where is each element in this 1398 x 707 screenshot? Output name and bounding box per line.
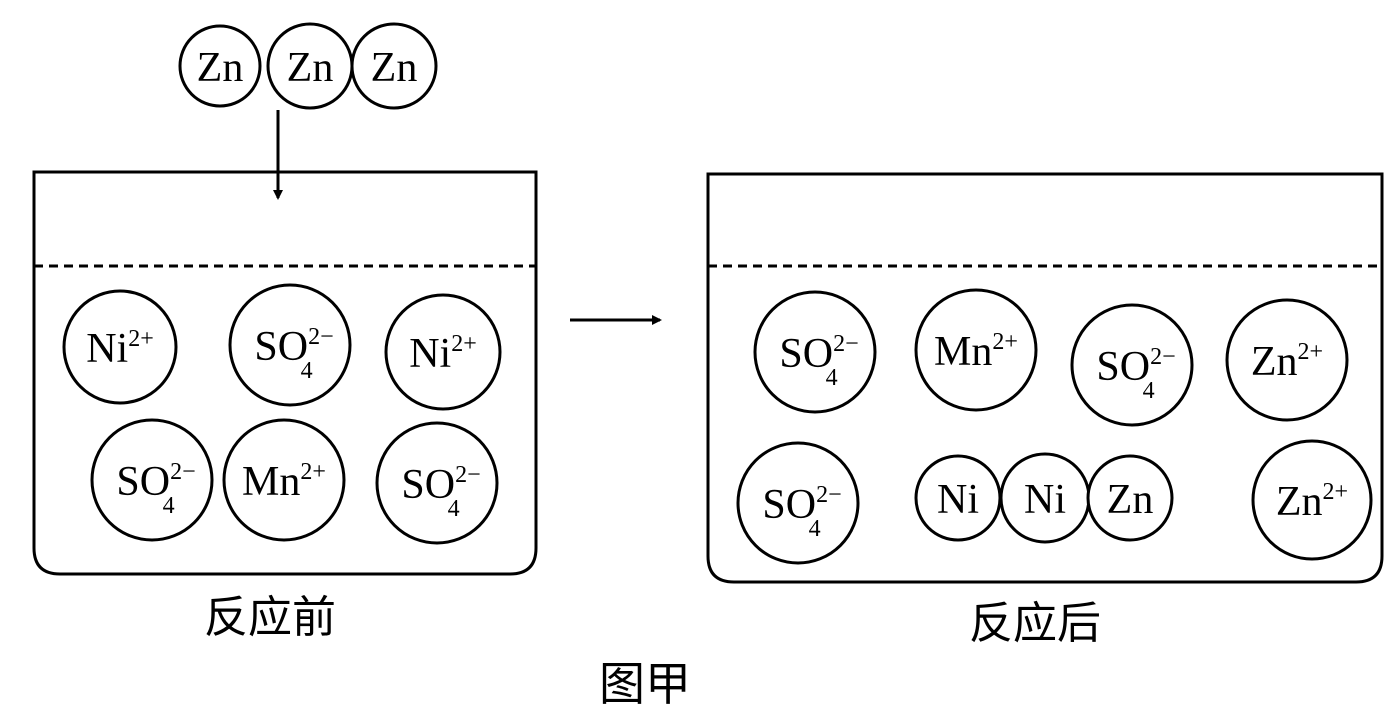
- particle-circle: [222, 418, 346, 542]
- particle-label: Ni: [937, 477, 979, 523]
- particle: Ni2+: [62, 289, 178, 405]
- particle-label: Mn2+: [242, 459, 326, 505]
- beaker-before: [32, 170, 538, 576]
- falling-atom: Zn: [266, 22, 354, 110]
- particle: Zn: [1086, 454, 1174, 542]
- particle-circle: [384, 293, 502, 411]
- falling-atom-label: Zn: [197, 45, 244, 91]
- particle: Zn2+: [1225, 298, 1349, 422]
- particle-label: SO2−4: [116, 459, 195, 519]
- beaker-after: [706, 172, 1384, 584]
- particle-label: Mn2+: [934, 329, 1018, 375]
- caption-after: 反应后: [969, 598, 1101, 649]
- particle-circle: [375, 421, 499, 545]
- particle-label: SO2−4: [401, 462, 480, 522]
- particle: Ni: [914, 454, 1002, 542]
- particle-label: Zn2+: [1276, 479, 1348, 525]
- particle-circle: [1225, 298, 1349, 422]
- particle: Ni2+: [384, 293, 502, 411]
- particle-circle: [62, 289, 178, 405]
- particle-label: SO2−4: [254, 324, 333, 384]
- particle-label: SO2−4: [762, 482, 841, 542]
- figure-caption: 图甲: [599, 657, 691, 707]
- particle: SO2−4: [736, 441, 860, 565]
- particle-circle: [1070, 303, 1194, 427]
- particle: SO2−4: [375, 421, 499, 545]
- particle-label: Zn2+: [1251, 339, 1323, 385]
- particle-circle: [90, 418, 214, 542]
- particle-circle: [914, 288, 1038, 412]
- particle-circle: [228, 283, 352, 407]
- falling-atom: Zn: [350, 22, 438, 110]
- particle: Mn2+: [222, 418, 346, 542]
- particle: Zn2+: [1251, 439, 1373, 561]
- particle: Mn2+: [914, 288, 1038, 412]
- particle-label: Ni: [1024, 477, 1066, 523]
- particle-circle: [1251, 439, 1373, 561]
- particle-label: SO2−4: [779, 331, 858, 391]
- falling-atom: Zn: [178, 24, 262, 108]
- particle: Ni: [999, 452, 1091, 544]
- particle-circle: [753, 290, 877, 414]
- particle-circle: [736, 441, 860, 565]
- particle-label: SO2−4: [1096, 344, 1175, 404]
- particle-label: Ni2+: [409, 331, 477, 377]
- falling-zinc-atoms: Zn Zn Zn: [178, 22, 438, 110]
- particle: SO2−4: [228, 283, 352, 407]
- falling-atom-label: Zn: [371, 45, 418, 91]
- particle: SO2−4: [90, 418, 214, 542]
- particle-label: Ni2+: [86, 326, 154, 372]
- caption-before: 反应前: [204, 592, 336, 643]
- falling-atom-label: Zn: [287, 45, 334, 91]
- particle-label: Zn: [1107, 477, 1154, 523]
- particle: SO2−4: [753, 290, 877, 414]
- particle-circle: [1086, 454, 1174, 542]
- particle: SO2−4: [1070, 303, 1194, 427]
